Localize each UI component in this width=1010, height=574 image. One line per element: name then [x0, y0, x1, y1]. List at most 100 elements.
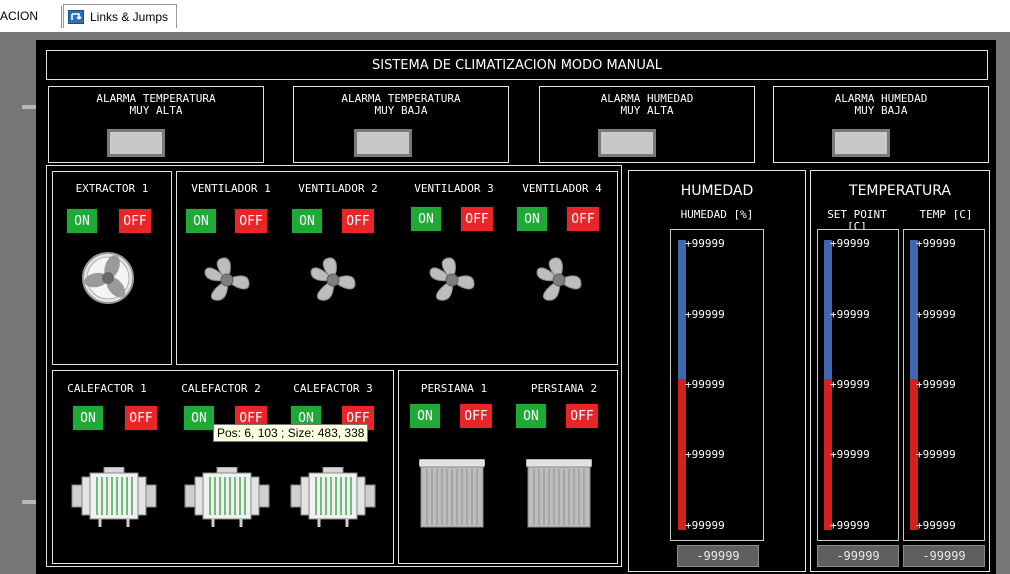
alarm-hum-high-label: ALARMA HUMEDAD MUY ALTA — [600, 92, 694, 117]
humedad-readout: -99999 — [677, 545, 759, 567]
setpoint-tick: +99999 — [830, 448, 870, 461]
humedad-bar-box: +99999 +99999 +99999 +99999 +99999 — [670, 229, 764, 541]
ventilador-4-on-button[interactable]: ON — [516, 206, 548, 232]
tab-links-jumps[interactable]: Links & Jumps — [63, 4, 177, 28]
frame-marker — [22, 500, 36, 504]
alarm-hum-high: ALARMA HUMEDAD MUY ALTA — [539, 86, 755, 163]
ventilador-1-label: VENTILADOR 1 — [191, 182, 271, 195]
setpoint-tick: +99999 — [830, 237, 870, 250]
tab-links-jumps-label: Links & Jumps — [90, 10, 169, 24]
alarm-hum-low-indicator — [832, 129, 890, 157]
persiana-1-on-button[interactable]: ON — [409, 403, 441, 429]
persiana-2-on-button[interactable]: ON — [515, 403, 547, 429]
equipment-frame — [46, 165, 622, 567]
ventilador-1-on-button[interactable]: ON — [185, 208, 217, 234]
temp-label: TEMP [C] — [919, 208, 973, 221]
ventilador-2-off-button[interactable]: OFF — [341, 208, 375, 234]
humedad-bar-red — [678, 379, 686, 530]
persiana-2-label: PERSIANA 2 — [530, 382, 598, 395]
temp-tick: +99999 — [916, 378, 956, 391]
temp-bar-box: +99999 +99999 +99999 +99999 +99999 — [903, 229, 985, 541]
extractor-off-button[interactable]: OFF — [118, 208, 152, 234]
temp-bar-red — [910, 379, 918, 530]
setpoint-tick: +99999 — [830, 308, 870, 321]
calefactor-2-label: CALEFACTOR 2 — [181, 382, 261, 395]
calefactor-2-heater-icon — [183, 466, 271, 527]
setpoint-scale: +99999 +99999 +99999 +99999 +99999 — [830, 237, 900, 533]
persiana-2-shutter-icon — [525, 458, 593, 529]
tab-strip: ACION Links & Jumps — [0, 0, 1010, 32]
calefactores-box: CALEFACTOR 1 ON OFF CALEFACTOR 2 ON OFF … — [52, 370, 394, 564]
setpoint-tick: +99999 — [830, 519, 870, 532]
alarm-hum-low-label: ALARMA HUMEDAD MUY BAJA — [834, 92, 928, 117]
humedad-panel: HUMEDAD HUMEDAD [%] +99999 +99999 +99999… — [628, 170, 806, 572]
setpoint-tick: +99999 — [830, 378, 870, 391]
ventilador-4-label: VENTILADOR 4 — [522, 182, 602, 195]
humedad-bar-blue — [678, 240, 686, 379]
calefactor-2-on-button[interactable]: ON — [183, 405, 215, 431]
alarm-temp-low: ALARMA TEMPERATURA MUY BAJA — [293, 86, 509, 163]
humedad-tick: +99999 — [685, 519, 725, 532]
ventilador-3-off-button[interactable]: OFF — [460, 206, 494, 232]
setpoint-bar — [824, 240, 832, 530]
ventilador-4-off-button[interactable]: OFF — [566, 206, 600, 232]
calefactor-1-on-button[interactable]: ON — [72, 405, 104, 431]
humedad-title: HUMEDAD — [680, 183, 754, 199]
ventilador-3-label: VENTILADOR 3 — [414, 182, 494, 195]
setpoint-bar-box: +99999 +99999 +99999 +99999 +99999 — [817, 229, 899, 541]
temp-bar — [910, 240, 918, 530]
humedad-scale: +99999 +99999 +99999 +99999 +99999 — [685, 237, 761, 533]
frame-marker — [22, 105, 36, 109]
humedad-tick: +99999 — [685, 237, 725, 250]
extractor-fan-icon — [80, 250, 136, 306]
position-tooltip: Pos: 6, 103 ; Size: 483, 338 — [213, 424, 369, 442]
calefactor-3-label: CALEFACTOR 3 — [293, 382, 373, 395]
humedad-tick: +99999 — [685, 308, 725, 321]
persianas-box: PERSIANA 1 ON OFF PERSIANA 2 ON OFF — [398, 370, 618, 564]
humedad-bar — [678, 240, 686, 530]
alarm-hum-high-indicator — [598, 129, 656, 157]
alarm-temp-high-indicator — [107, 129, 165, 157]
alarm-temp-low-label: ALARMA TEMPERATURA MUY BAJA — [341, 92, 461, 117]
temp-tick: +99999 — [916, 448, 956, 461]
alarm-temp-low-indicator — [354, 129, 412, 157]
ventilador-3-on-button[interactable]: ON — [410, 206, 442, 232]
calefactor-1-off-button[interactable]: OFF — [124, 405, 158, 431]
humedad-tick: +99999 — [685, 448, 725, 461]
humedad-subtitle: HUMEDAD [%] — [680, 208, 754, 221]
persiana-1-off-button[interactable]: OFF — [459, 403, 493, 429]
ventilador-3-fan-icon — [424, 254, 480, 306]
extractor-box: EXTRACTOR 1 ON OFF — [52, 171, 172, 365]
alarm-hum-low: ALARMA HUMEDAD MUY BAJA — [773, 86, 989, 163]
setpoint-bar-blue — [824, 240, 832, 379]
temperatura-panel: TEMPERATURA SET POINT [C] TEMP [C] +9999… — [810, 170, 990, 572]
ventiladores-box: VENTILADOR 1 ON OFF VENTILADOR 2 ON OFF … — [176, 171, 618, 365]
temp-bar-blue — [910, 240, 918, 379]
ventilador-1-off-button[interactable]: OFF — [234, 208, 268, 234]
temp-tick: +99999 — [916, 519, 956, 532]
alarm-temp-high: ALARMA TEMPERATURA MUY ALTA — [48, 86, 264, 163]
ventilador-1-fan-icon — [199, 254, 255, 306]
temp-scale: +99999 +99999 +99999 +99999 +99999 — [916, 237, 986, 533]
scada-panel: SISTEMA DE CLIMATIZACION MODO MANUAL ALA… — [36, 40, 996, 574]
alarm-temp-high-label: ALARMA TEMPERATURA MUY ALTA — [96, 92, 216, 117]
setpoint-readout: -99999 — [817, 545, 899, 567]
ventilador-4-fan-icon — [531, 254, 587, 306]
tab-partial[interactable]: ACION — [0, 6, 62, 28]
humedad-tick: +99999 — [685, 378, 725, 391]
extractor-on-button[interactable]: ON — [66, 208, 98, 234]
persiana-1-label: PERSIANA 1 — [420, 382, 488, 395]
title-box: SISTEMA DE CLIMATIZACION MODO MANUAL — [46, 50, 988, 80]
tab-partial-label: ACION — [0, 9, 39, 23]
calefactor-1-label: CALEFACTOR 1 — [67, 382, 147, 395]
persiana-2-off-button[interactable]: OFF — [565, 403, 599, 429]
calefactor-3-heater-icon — [289, 466, 377, 527]
ventilador-2-label: VENTILADOR 2 — [298, 182, 378, 195]
temp-readout: -99999 — [903, 545, 985, 567]
temperatura-title: TEMPERATURA — [849, 183, 951, 199]
ventilador-2-on-button[interactable]: ON — [291, 208, 323, 234]
alarm-row: ALARMA TEMPERATURA MUY ALTA ALARMA TEMPE… — [46, 86, 989, 164]
page-title: SISTEMA DE CLIMATIZACION MODO MANUAL — [372, 58, 662, 73]
temp-tick: +99999 — [916, 308, 956, 321]
setpoint-bar-red — [824, 379, 832, 530]
